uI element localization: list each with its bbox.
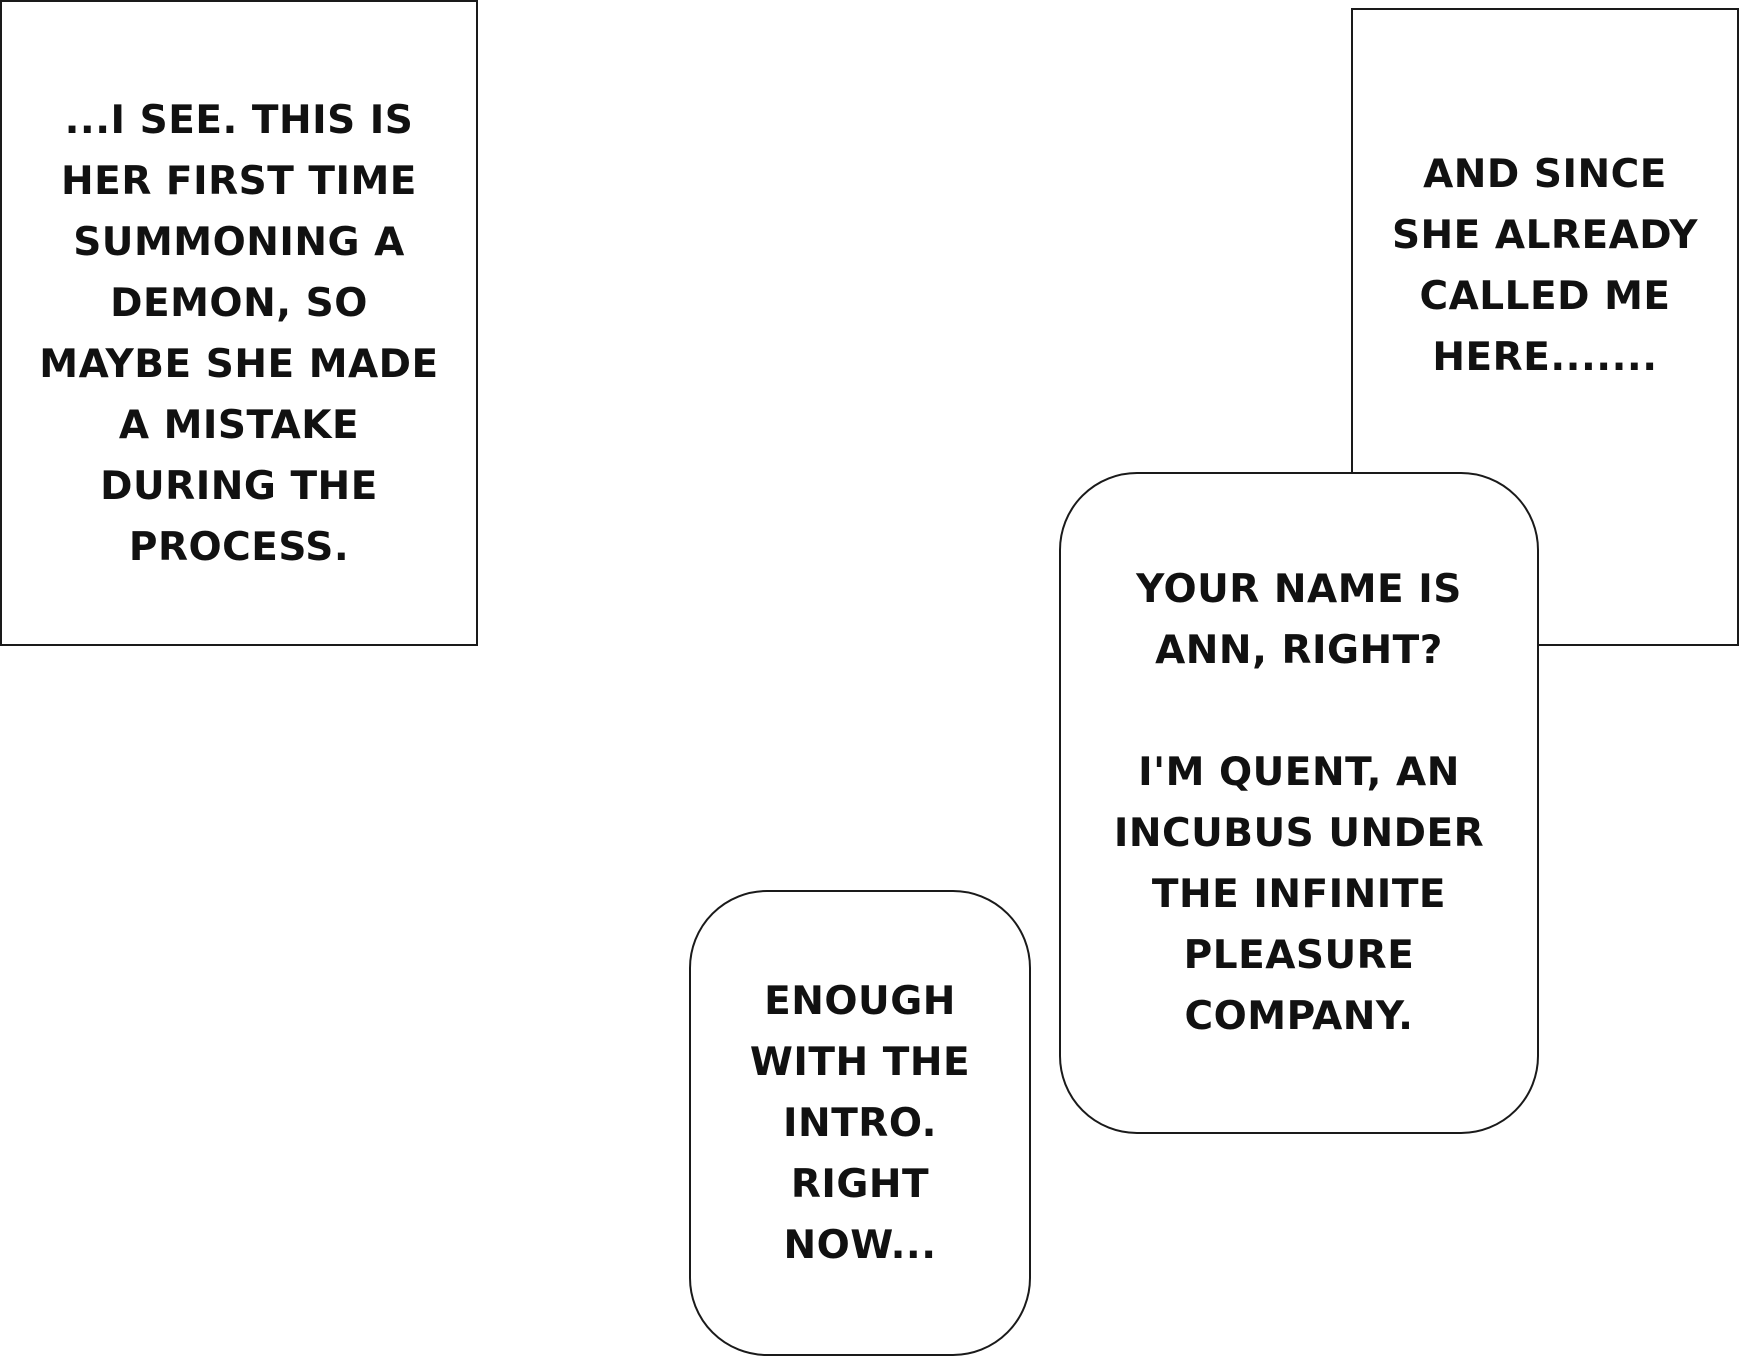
speech-line: ANN, RIGHT? [1155, 628, 1443, 673]
narration-line: SHE ALREADY [1391, 213, 1699, 258]
speech-line: ENOUGH [764, 978, 956, 1024]
speech-line: I'M QUENT, AN [1138, 750, 1460, 795]
speech-line: WITH THE [749, 1039, 971, 1085]
speech-line: NOW... [783, 1222, 937, 1268]
speech-line: PLEASURE [1183, 933, 1415, 978]
speech-line: INCUBUS UNDER [1113, 811, 1485, 856]
speech-line: INTRO. [783, 1100, 937, 1146]
narration-line: HER FIRST TIME [61, 159, 417, 204]
narration-line: AND SINCE [1423, 152, 1667, 197]
narration-line: PROCESS. [128, 525, 350, 570]
narration-line: A MISTAKE [118, 403, 360, 448]
narration-line: DURING THE [100, 464, 378, 509]
speech-line: THE INFINITE [1151, 872, 1447, 917]
speech-line: YOUR NAME IS [1136, 567, 1462, 612]
narration-line: HERE....... [1432, 335, 1658, 380]
narration-line: MAYBE SHE MADE [39, 342, 439, 387]
narration-line: SUMMONING A [73, 220, 405, 265]
narration-line: ...I SEE. THIS IS [64, 98, 414, 143]
speech-line: RIGHT [790, 1161, 930, 1207]
speech-bubble-interrupt: ENOUGH WITH THE INTRO. RIGHT NOW... [689, 890, 1031, 1356]
narration-box-left: ...I SEE. THIS IS HER FIRST TIME SUMMONI… [0, 0, 478, 646]
narration-line: DEMON, SO [110, 281, 368, 326]
narration-line: CALLED ME [1419, 274, 1671, 319]
speech-bubble-introduction: YOUR NAME IS ANN, RIGHT? I'M QUENT, AN I… [1059, 472, 1539, 1134]
speech-line: COMPANY. [1184, 994, 1414, 1039]
